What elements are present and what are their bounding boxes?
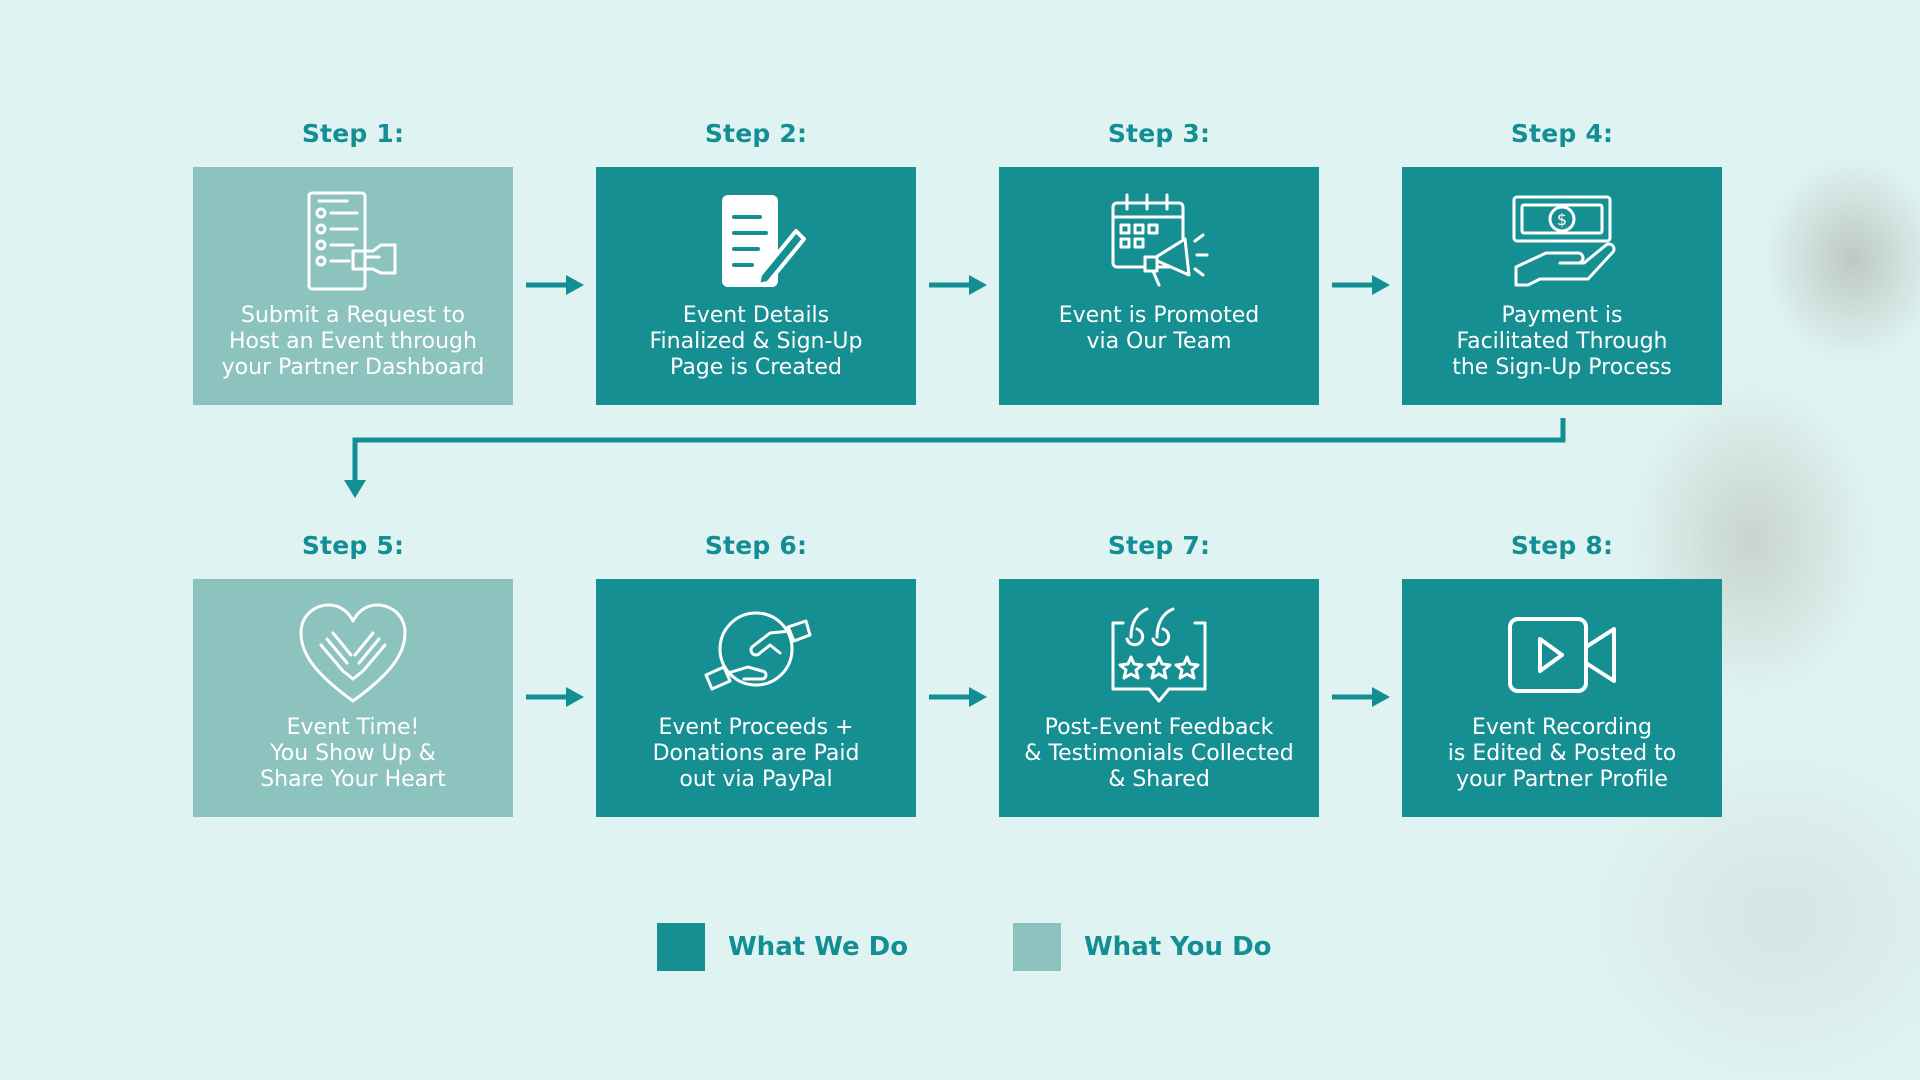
document-pencil-icon xyxy=(696,187,816,299)
step-6-title: Step 6: xyxy=(704,531,808,560)
calendar-megaphone-icon xyxy=(1099,187,1219,299)
arrow-7-8 xyxy=(1332,687,1390,707)
arrow-3-4 xyxy=(1332,275,1390,295)
step-1-card: Submit a Request to Host an Event throug… xyxy=(193,167,513,405)
step-5-card: Event Time! You Show Up & Share Your Hea… xyxy=(193,579,513,817)
step-4-title: Step 4: xyxy=(1510,119,1614,148)
step-2-card: Event Details Finalized & Sign-Up Page i… xyxy=(596,167,916,405)
request-form-icon xyxy=(293,187,413,299)
step-7-card: Post-Event Feedback & Testimonials Colle… xyxy=(999,579,1319,817)
heart-hands-icon xyxy=(293,599,413,711)
step-2-label: Event Details Finalized & Sign-Up Page i… xyxy=(649,303,863,380)
arrow-1-2 xyxy=(526,275,584,295)
step-6-label: Event Proceeds + Donations are Paid out … xyxy=(652,715,860,792)
step-8-label: Event Recording is Edited & Posted to yo… xyxy=(1447,715,1677,792)
legend-you-swatch xyxy=(1013,923,1061,971)
handshake-icon xyxy=(696,599,816,711)
step-1-label: Submit a Request to Host an Event throug… xyxy=(221,303,485,380)
step-3-card: Event is Promoted via Our Team xyxy=(999,167,1319,405)
step-2-title: Step 2: xyxy=(704,119,808,148)
arrow-6-7 xyxy=(929,687,987,707)
step-7-title: Step 7: xyxy=(1107,531,1211,560)
step-3-label: Event is Promoted via Our Team xyxy=(1058,303,1260,354)
money-hand-icon: $ xyxy=(1502,187,1622,299)
step-8-title: Step 8: xyxy=(1510,531,1614,560)
quote-stars-icon xyxy=(1099,599,1219,711)
step-3-title: Step 3: xyxy=(1107,119,1211,148)
legend-we-label: What We Do xyxy=(728,932,909,962)
step-4-card: $ Payment is Facilitated Through the Sig… xyxy=(1402,167,1722,405)
step-8-card: Event Recording is Edited & Posted to yo… xyxy=(1402,579,1722,817)
step-6-card: Event Proceeds + Donations are Paid out … xyxy=(596,579,916,817)
step-5-title: Step 5: xyxy=(301,531,405,560)
svg-text:$: $ xyxy=(1557,210,1567,229)
legend-you-label: What You Do xyxy=(1084,932,1272,962)
video-camera-icon xyxy=(1502,599,1622,711)
step-5-label: Event Time! You Show Up & Share Your Hea… xyxy=(260,715,446,792)
step-4-label: Payment is Facilitated Through the Sign-… xyxy=(1452,303,1672,380)
step-1-title: Step 1: xyxy=(301,119,405,148)
legend-we-swatch xyxy=(657,923,705,971)
arrow-5-6 xyxy=(526,687,584,707)
step-7-label: Post-Event Feedback & Testimonials Colle… xyxy=(1024,715,1294,792)
arrow-2-3 xyxy=(929,275,987,295)
